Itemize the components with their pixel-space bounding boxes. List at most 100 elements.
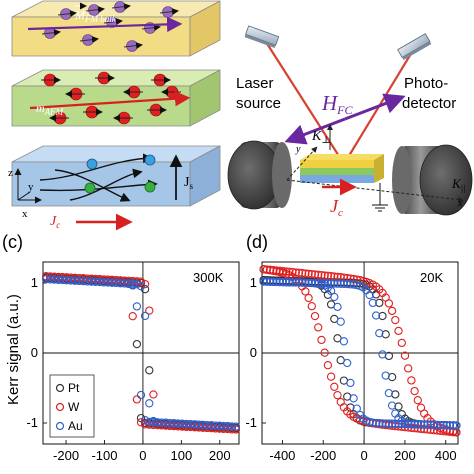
data-point-au [145,399,154,408]
fm-spin-arrow [123,42,143,50]
data-point-au [371,418,381,428]
data-point-au [70,276,80,285]
data-point-au [384,419,394,428]
panel-d-label: (d) [246,232,268,252]
data-point-au [384,388,394,398]
data-point-w [190,423,199,432]
axis-y-label: y [28,181,34,193]
data-point-au [339,337,349,346]
data-point-w [157,421,166,430]
svg-text:Au: Au [68,419,83,433]
data-point-au [381,371,390,380]
x-tick-label: -100 [91,448,117,463]
data-point-au [66,276,75,285]
data-point-au [429,420,439,430]
data-point-w [314,270,323,279]
x-tick-label: -400 [269,448,295,463]
data-point-w [301,287,310,296]
svg-text:W: W [68,400,80,414]
y-tick-label: 0 [31,345,38,360]
data-point-au [207,421,216,430]
data-point-w [307,302,316,311]
data-point-au [103,278,113,287]
data-point-au [407,419,416,428]
fm-spin-arrow [103,18,123,26]
data-point-au [120,279,129,288]
x-tick-label: 400 [435,448,457,463]
x-tick-label: 0 [360,448,367,463]
data-point-au [219,421,228,431]
data-point-w [336,397,345,407]
data-point-w [136,418,146,427]
data-point-w [304,269,313,278]
data-point-au [301,278,310,287]
fm-spin-arrow [159,8,179,16]
data-point-w [320,271,329,280]
data-point-w [298,268,307,278]
data-point-w [391,315,400,325]
data-point-au [304,278,313,288]
x-tick-label: 0 [139,448,146,463]
data-point-au [323,279,333,288]
fm-spin-arrow [111,3,131,11]
data-point-w [320,348,329,357]
data-point-au [410,419,419,429]
data-point-au [173,419,183,428]
data-point-au [294,278,304,287]
data-point-w [136,277,146,286]
data-point-w [128,312,137,321]
ground-symbol [372,183,388,212]
data-point-au [343,358,352,368]
data-point-w [407,376,416,385]
data-point-w [161,421,170,430]
data-point-au [365,417,374,427]
data-point-au [182,419,191,429]
data-point-au [62,276,71,285]
sample-stack [300,154,384,183]
data-point-w [259,265,268,274]
setup-axis-y-label: y [295,144,301,155]
data-point-w [223,424,232,434]
data-point-au [136,390,146,400]
afm-layer: mAFM [11,69,221,127]
data-point-au [368,418,377,427]
data-point-w [288,267,297,277]
data-point-pt [381,330,390,339]
data-point-au [426,420,435,429]
data-point-au [365,290,374,300]
data-point-au [87,277,96,286]
y-tick-label: -1 [26,415,38,430]
data-point-w [410,386,419,396]
data-point-au [132,280,142,289]
laser-label-line1: Laser [236,75,274,92]
data-point-w [336,273,345,282]
data-point-pt [391,390,400,399]
layer-schematic: MFM bulk mAFM [8,0,221,231]
k-par-label: K|| [451,176,466,193]
data-point-au [58,275,67,285]
data-point-au [265,277,275,286]
detector-label-line1: Photo- [404,75,448,92]
fm-spin-arrow [41,29,61,37]
data-point-au [41,274,51,284]
laser-label-line2: source [236,95,281,112]
laser-mirror [244,25,280,49]
panel-c-label: (c) [2,232,23,252]
data-point-au [420,420,429,429]
data-point-w [400,351,410,360]
axis-x-label: x [22,208,28,220]
data-point-au [231,422,241,431]
data-point-au [190,420,199,429]
data-point-au [275,277,284,287]
data-point-au [336,279,345,288]
y-axis-title: Kerr signal (a.u.) [5,294,22,405]
data-point-au [211,421,220,430]
panel-c-temperature: 300K [193,270,224,285]
data-point-au [423,420,432,429]
moke-setup: Laser source Photo- detector HFC [227,25,473,219]
setup-jc-label: Jc [330,196,343,219]
data-point-au [285,278,294,287]
data-point-au [330,279,339,288]
